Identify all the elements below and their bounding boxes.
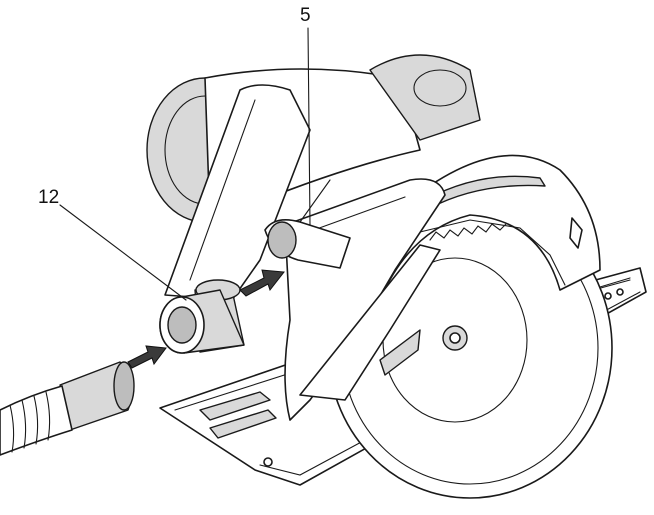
callout-label-5: 5 <box>300 5 311 26</box>
callout-label-12: 12 <box>38 187 60 208</box>
handle-assembly <box>164 84 446 421</box>
arrow-adapter-to-port <box>239 269 285 297</box>
vacuum-hose <box>0 361 135 456</box>
insertion-arrows <box>127 269 285 369</box>
arrow-hose-to-adapter <box>127 345 167 369</box>
extraction-port <box>264 179 351 269</box>
leader-line-5 <box>307 27 311 226</box>
leader-line-12 <box>59 204 187 301</box>
adapter-sleeve <box>159 279 245 354</box>
